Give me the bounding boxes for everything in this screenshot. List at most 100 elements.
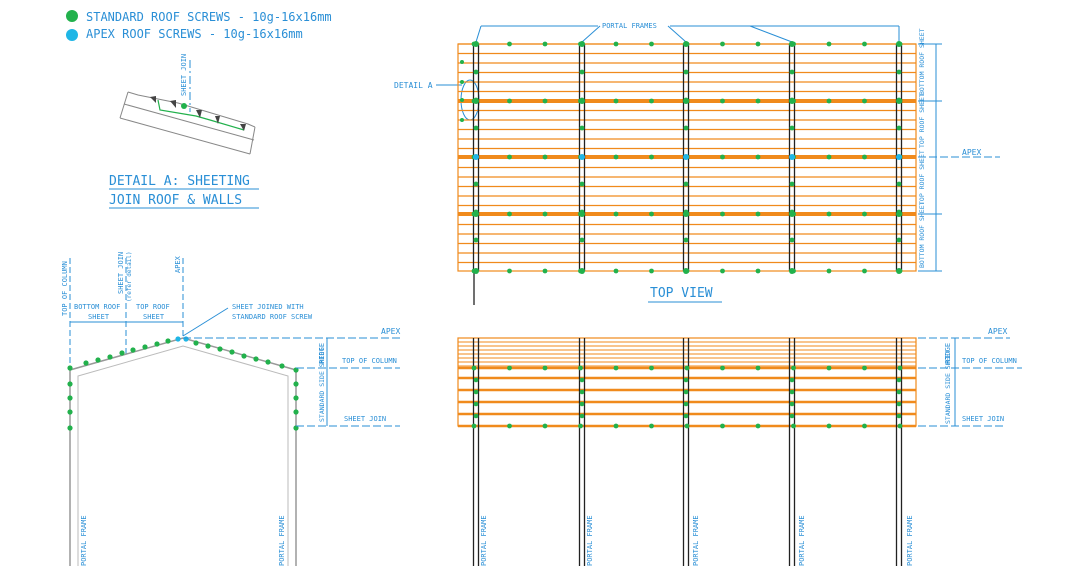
topview-apex-screw <box>683 154 689 160</box>
elevation-portal-frame-2: PORTAL FRAME <box>586 515 594 566</box>
section-top-roof-label: TOP ROOF <box>136 303 170 311</box>
topview-apex-screw <box>579 154 585 160</box>
topview-bottom-roof-sheet-lower: BOTTOM ROOF SHEET <box>918 201 926 268</box>
section-note-line1: SHEET JOINED WITH <box>232 303 304 311</box>
topview-standard-screw <box>613 41 619 47</box>
elevation-standard-screw <box>473 389 479 395</box>
topview-standard-screw <box>789 237 795 243</box>
topview-standard-screw <box>826 154 832 160</box>
topview-standard-screw <box>473 69 479 75</box>
topview-standard-screw <box>473 209 479 215</box>
topview-standard-screw <box>683 69 689 75</box>
topview-standard-screw <box>579 237 585 243</box>
elevation-standard-screw <box>649 423 654 429</box>
elevation-standard-screw <box>683 401 689 407</box>
elevation-standard-screw <box>791 423 796 429</box>
topview-apex-label: APEX <box>962 148 981 157</box>
topview-standard-screw <box>683 97 689 103</box>
elevation-top-of-column-label: TOP OF COLUMN <box>962 357 1017 365</box>
elevation-standard-screw <box>789 377 795 383</box>
topview-standard-screw <box>826 41 832 47</box>
topview-standard-screw <box>507 211 512 217</box>
topview-standard-screw <box>613 211 619 217</box>
topview-frames <box>472 44 903 305</box>
topview-standard-screw <box>473 41 479 47</box>
topview-standard-screw <box>649 268 654 274</box>
topview-standard-screw <box>862 41 867 47</box>
apex-screw-legend-icon <box>66 29 78 41</box>
topview-standard-screw <box>896 41 902 47</box>
topview-standard-screw <box>755 41 761 47</box>
section-portal-frame-left-label: PORTAL FRAME <box>80 515 88 566</box>
elevation-portal-frame-3: PORTAL FRAME <box>692 515 700 566</box>
legend-apex-label: APEX ROOF SCREWS - 10g-16x16mm <box>86 27 303 41</box>
standard-screw-legend-icon <box>66 10 78 22</box>
section-sheet-join-label: SHEET JOIN <box>117 252 125 294</box>
elevation-ridge-label: RIDGE <box>944 343 952 364</box>
elevation-standard-screw <box>579 389 585 395</box>
topview-standard-screw <box>473 181 479 187</box>
topview-standard-screw <box>579 97 585 103</box>
cross-section: TOP OF COLUMN SHEET JOIN (refer detail) … <box>61 251 400 566</box>
topview-top-roof-sheet-upper: TOP ROOF SHEET <box>918 93 926 148</box>
topview-standard-screw <box>755 268 761 274</box>
topview-standard-screw <box>862 154 867 160</box>
section-portal-frame-right-label: PORTAL FRAME <box>278 515 286 566</box>
topview-standard-screw <box>649 98 654 104</box>
elevation-standard-screw <box>896 377 902 383</box>
elevation-portal-frame-1: PORTAL FRAME <box>480 515 488 566</box>
legend-standard-label: STANDARD ROOF SCREWS - 10g-16x16mm <box>86 10 332 24</box>
section-sheet-join-right-label: SHEET JOIN <box>344 415 386 423</box>
section-standard-side-sheet-label: STANDARD SIDE SHEET <box>318 348 326 422</box>
legend: STANDARD ROOF SCREWS - 10g-16x16mm APEX … <box>66 10 332 41</box>
elevation-standard-screw <box>897 423 903 429</box>
elevation-standard-screw <box>473 413 479 419</box>
topview-standard-screw <box>720 268 725 274</box>
section-top-of-column-right-label: TOP OF COLUMN <box>342 357 397 365</box>
elevation-standard-screw <box>578 365 583 371</box>
elevation-standard-screw <box>471 365 477 371</box>
elevation-standard-screw <box>683 413 689 419</box>
topview-standard-screw <box>579 41 585 47</box>
topview-standard-screw <box>896 69 902 75</box>
section-refer-detail-label: (refer detail) <box>126 251 133 302</box>
detail-a-title-line2: JOIN ROOF & WALLS <box>109 193 242 208</box>
elevation-standard-screw <box>683 389 689 395</box>
topview-standard-screw <box>542 211 548 217</box>
topview-standard-screw <box>683 209 689 215</box>
topview-standard-screw <box>826 211 832 217</box>
topview-standard-screw <box>507 98 512 104</box>
topview-standard-screw <box>649 211 654 217</box>
elevation-standard-screw <box>578 423 583 429</box>
topview-standard-screw <box>579 181 585 187</box>
topview-standard-screw <box>579 125 585 131</box>
section-top-of-column-label: TOP OF COLUMN <box>61 261 69 316</box>
elevation-standard-screw <box>896 389 902 395</box>
detail-a-title-line1: DETAIL A: SHEETING <box>109 174 250 189</box>
topview-bottom-roof-sheet-upper: BOTTOM ROOF SHEET <box>918 28 926 95</box>
topview-standard-screw <box>826 268 832 274</box>
topview-screws <box>460 41 903 274</box>
topview-standard-screw <box>542 154 548 160</box>
section-apex-right-label: APEX <box>381 327 400 336</box>
elevation-standard-screw <box>579 413 585 419</box>
topview-standard-screw <box>542 98 548 104</box>
detail-a-sketch: SHEET JOIN DETAIL A: SHEETING JOIN ROOF … <box>109 54 259 209</box>
topview-standard-screw <box>613 268 619 274</box>
top-view: PORTAL FRAMES DETAIL A BOTTOM ROOF SHEET… <box>394 20 1000 305</box>
topview-standard-screw <box>579 268 585 274</box>
elevation-sheet-join-label: SHEET JOIN <box>962 415 1004 423</box>
section-roof-screws <box>67 336 299 431</box>
elevation-standard-screw <box>473 377 479 383</box>
topview-standard-screw <box>862 211 867 217</box>
topview-standard-screw <box>460 98 464 102</box>
topview-standard-screw <box>896 237 902 243</box>
topview-standard-screw <box>460 118 464 122</box>
elevation-standard-screw <box>896 413 902 419</box>
detail-a-callout: DETAIL A <box>394 81 433 90</box>
topview-standard-screw <box>542 41 548 47</box>
elevation-standard-screw <box>789 389 795 395</box>
topview-standard-screw <box>862 98 867 104</box>
top-view-title: TOP VIEW <box>650 286 713 301</box>
topview-standard-screw <box>507 154 512 160</box>
